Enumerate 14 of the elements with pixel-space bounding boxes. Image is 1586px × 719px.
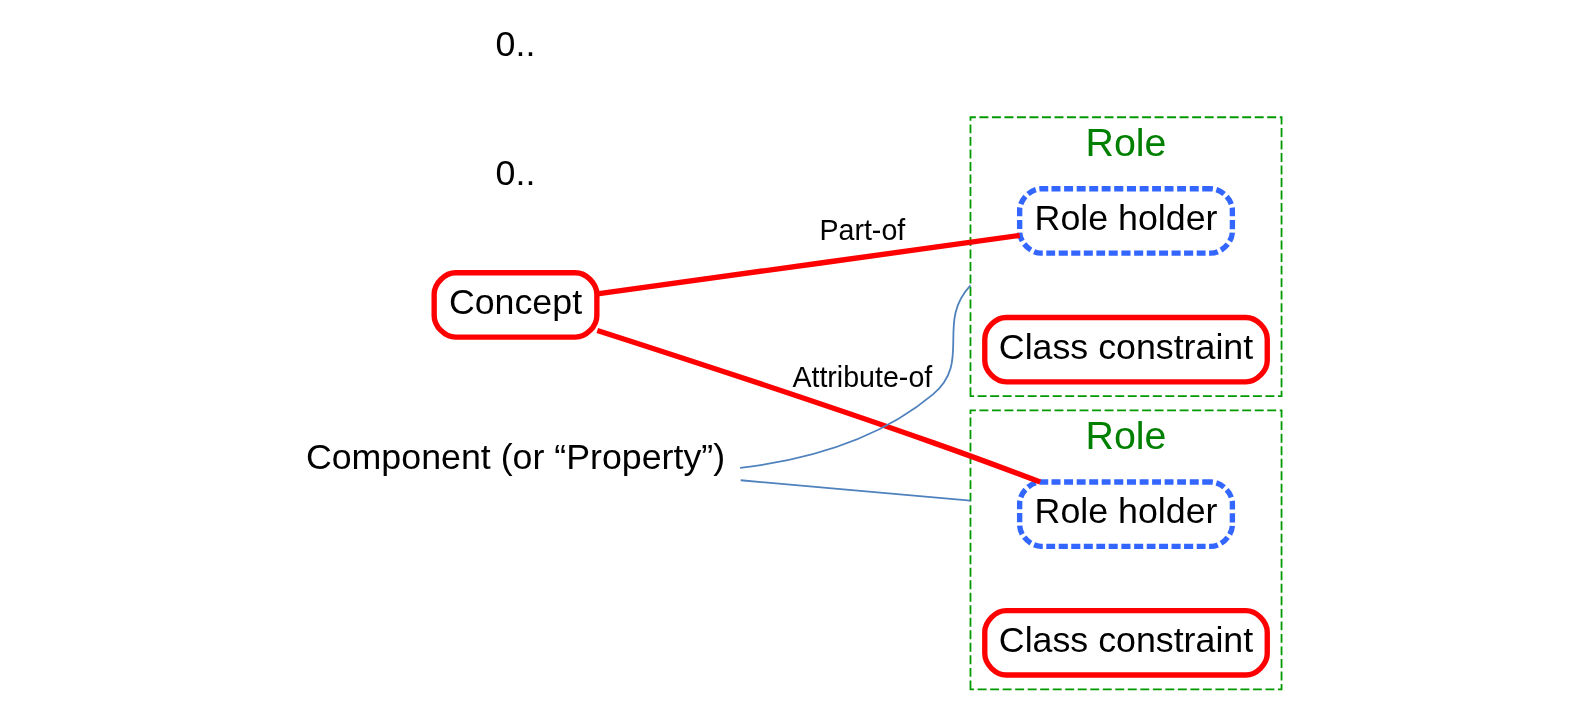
node-box: Role holder [1016,186,1235,256]
node-box: Class constraint [981,314,1270,385]
node-box: Class constraint [981,608,1270,678]
label: 0.. [495,153,535,194]
edge-label: Attribute-of [791,360,932,393]
label: 0.. [495,24,535,65]
connector [595,327,1041,485]
edge-label: Part-of [818,214,905,247]
connector [596,232,1020,297]
node-box: Role holder [1016,479,1235,549]
node-text: Component (or “Property”) [305,437,725,478]
connector [738,284,971,469]
node-box: Concept [431,270,600,340]
connector [739,479,971,502]
